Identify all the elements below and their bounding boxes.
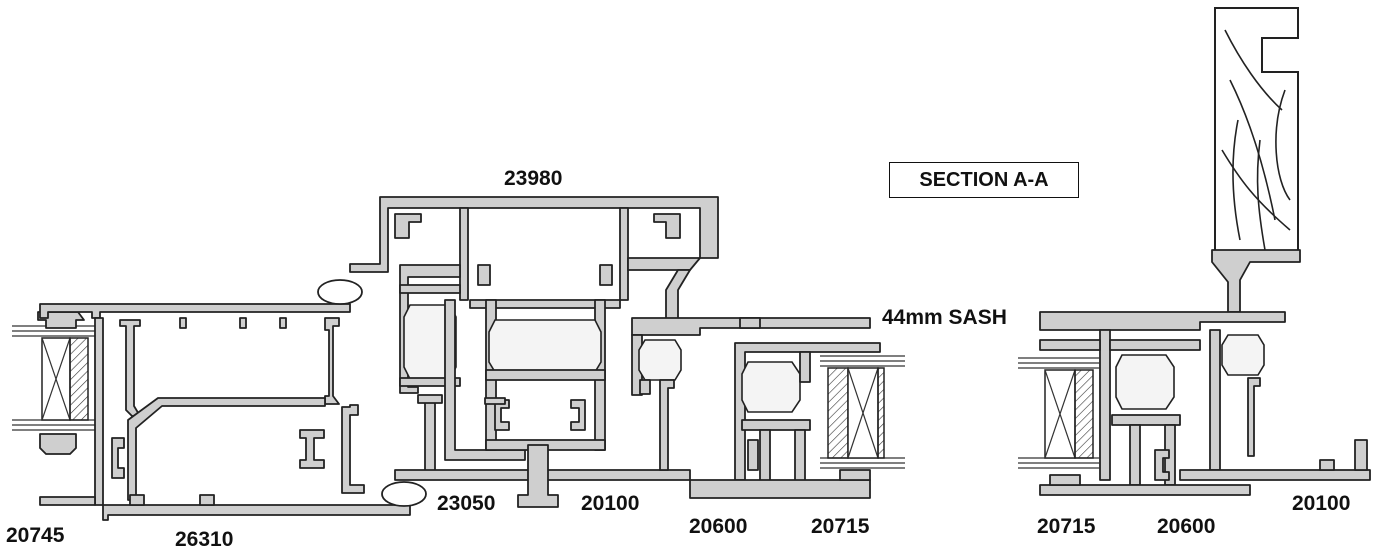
- seal-bottom: [381, 481, 427, 507]
- mullion-profile-23050: [394, 264, 691, 508]
- sash-profile-right: [1039, 249, 1371, 496]
- label-20600-right: 20600: [1157, 515, 1216, 538]
- glazing-unit-20715-left: [820, 355, 905, 481]
- glazing-unit-left: [12, 311, 95, 455]
- label-20715-left: 20715: [811, 515, 870, 538]
- glazing-unit-20715-right: [1018, 357, 1100, 469]
- label-20600-left: 20600: [689, 515, 748, 538]
- sash-profile-20600-left: [689, 342, 881, 499]
- label-20745: 20745: [6, 524, 65, 547]
- frame-profile-26310: [39, 303, 411, 521]
- label-20100-right: 20100: [1292, 492, 1351, 515]
- label-20715-right: 20715: [1037, 515, 1096, 538]
- timber-door-leaf: [1214, 7, 1299, 259]
- frame-profile-23980: [349, 196, 719, 321]
- label-23050: 23050: [437, 492, 496, 515]
- section-title-box: SECTION A-A: [889, 162, 1079, 198]
- label-23980: 23980: [504, 167, 563, 190]
- label-44mm-sash: 44mm SASH: [882, 306, 1007, 329]
- section-title: SECTION A-A: [919, 168, 1049, 191]
- seal-top: [317, 279, 363, 305]
- sash-profile-20100-left: [631, 317, 871, 471]
- label-26310: 26310: [175, 528, 234, 551]
- label-20100-left: 20100: [581, 492, 640, 515]
